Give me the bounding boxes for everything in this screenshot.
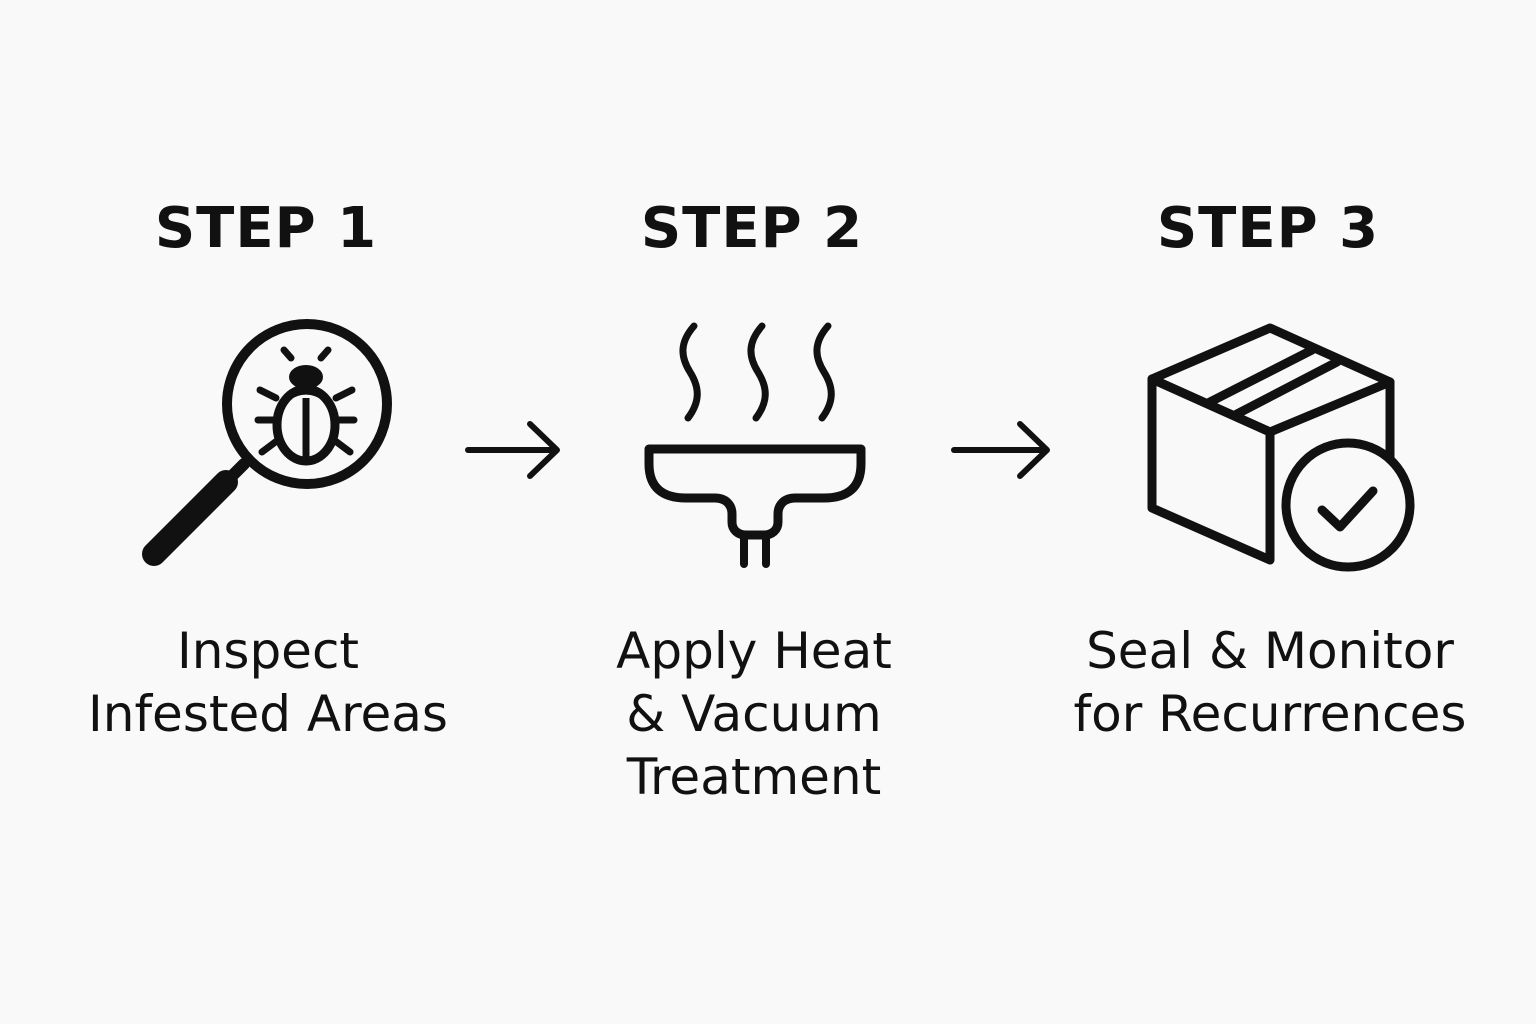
step-3-description-line: for Recurrences bbox=[1073, 685, 1467, 743]
step-3-description: Seal & Monitor for Recurrences bbox=[1040, 620, 1500, 746]
step-2-description: Apply Heat & Vacuum Treatment bbox=[524, 620, 984, 809]
step-2-description-line: Treatment bbox=[626, 748, 882, 806]
magnifier-bug-icon bbox=[142, 319, 392, 566]
step-1-description-line: Infested Areas bbox=[88, 685, 448, 743]
step-2-description-line: Apply Heat bbox=[616, 622, 892, 680]
step-1-description: Inspect Infested Areas bbox=[38, 620, 498, 746]
step-3-title: STEP 3 bbox=[1156, 196, 1380, 261]
step-1-title: STEP 1 bbox=[154, 196, 378, 261]
steam-vacuum-icon bbox=[644, 322, 866, 568]
step-2-description-line: & Vacuum bbox=[626, 685, 882, 743]
sealed-box-check-icon bbox=[1147, 323, 1415, 572]
step-1-description-line: Inspect bbox=[176, 622, 360, 680]
arrow-right-icon bbox=[951, 421, 1050, 479]
step-3-description-line: Seal & Monitor bbox=[1086, 622, 1454, 680]
arrow-right-icon bbox=[465, 421, 560, 479]
step-2-title: STEP 2 bbox=[640, 196, 864, 261]
